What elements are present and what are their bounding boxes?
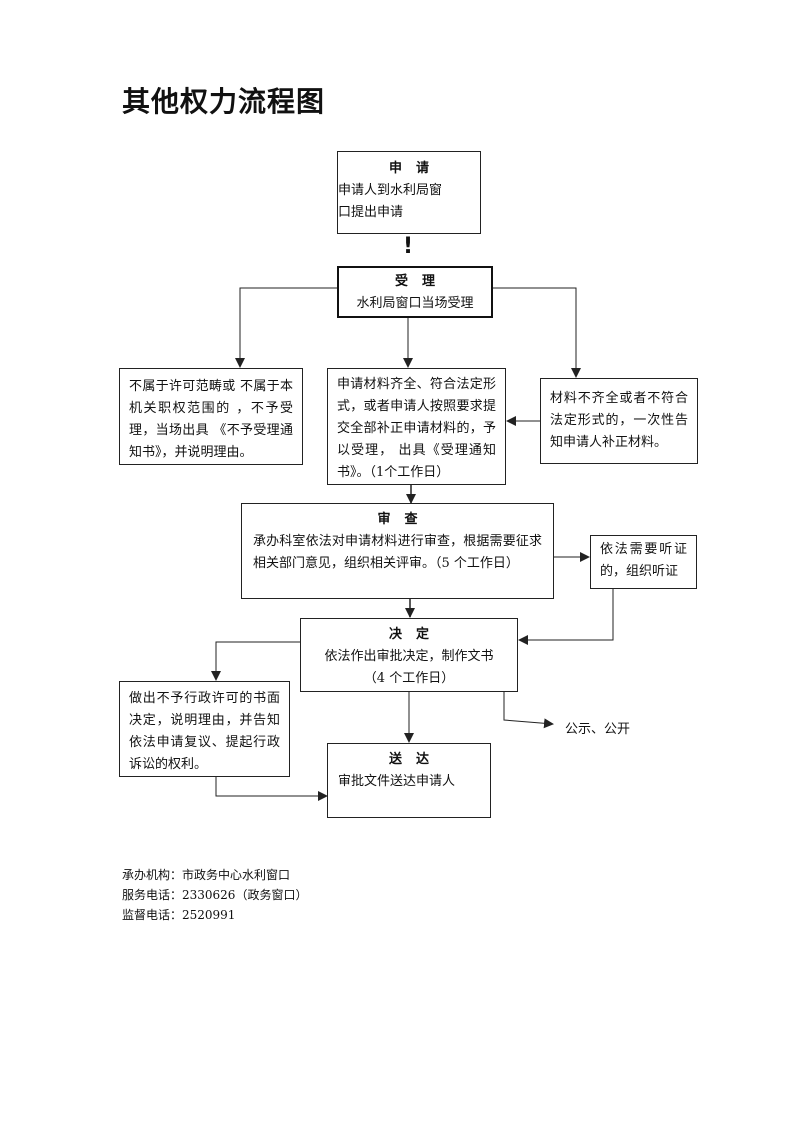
node-deliver-heading: 送达 [388,752,443,767]
footer-service-phone: 服务电话：2330626（政务窗口） [122,888,308,902]
node-incomplete: 材料不齐全或者不符合法定形式的，一次性告知申请人补正材料。 [540,378,698,464]
node-hearing-text: 依法需要听证的，组织听证 [600,542,687,579]
node-apply-heading: 申请 [388,161,443,176]
node-accept-heading: 受理 [394,274,449,289]
node-apply-text: 申请人到水利局窗 口提出申请 [338,183,443,220]
arrow-accept-to-incomplete [492,287,581,378]
node-decide-heading: 决定 [388,627,443,642]
node-complete: 申请材料齐全、符合法定形式，或者申请人按照要求提交全部补正申请材料的，予以受理，… [327,368,506,485]
node-deliver-text: 审批文件送达申请人 [338,774,456,789]
footer-supervise-phone: 监督电话：2520991 [122,908,236,922]
node-accept: 受理 水利局窗口当场受理 [337,266,493,318]
node-reject-text: 不属于许可范畴或 不属于本机关职权范围的 ，不予受理，当场出具 《不予受理通知书… [129,379,293,460]
arrow-hearing-to-decide [518,589,614,645]
arrow-decide-to-publish [503,692,554,729]
page-title: 其他权力流程图 [122,85,326,118]
node-review-heading: 审查 [377,512,432,527]
node-incomplete-text: 材料不齐全或者不符合法定形式的，一次性告知申请人补正材料。 [550,391,688,450]
node-review: 审查 承办科室依法对申请材料进行审查，根据需要征求相关部门意见，组织相关评审。（… [241,503,554,599]
publish-label: 公示、公开 [565,722,631,737]
arrow-accept-to-reject [235,287,338,368]
footer-org: 承办机构：市政务中心水利窗口 [122,868,291,882]
node-complete-text: 申请材料齐全、符合法定形式，或者申请人按照要求提交全部补正申请材料的，予以受理，… [337,377,496,480]
node-deliver: 送达 审批文件送达申请人 [327,743,491,818]
node-reject: 不属于许可范畴或 不属于本机关职权范围的 ，不予受理，当场出具 《不予受理通知书… [119,368,303,465]
arrow-deny-to-deliver [215,776,328,801]
node-decide: 决定 依法作出审批决定，制作文书 （4 个工作日） [300,618,518,692]
node-hearing: 依法需要听证的，组织听证 [590,535,697,589]
exclamation-mark: ! [403,234,414,259]
node-review-text: 承办科室依法对申请材料进行审查，根据需要征求相关部门意见，组织相关评审。（5 个… [253,534,542,571]
node-accept-text: 水利局窗口当场受理 [356,296,474,311]
node-apply: 申请 申请人到水利局窗 口提出申请 [337,151,481,234]
node-decide-text-line2: （4 个工作日） [363,671,455,686]
node-decide-text-line1: 依法作出审批决定，制作文书 [324,649,494,664]
node-deny: 做出不予行政许可的书面决定，说明理由，并告知依法申请复议、提起行政诉讼的权利。 [119,681,290,777]
arrow-decide-to-deny [211,641,300,681]
node-deny-text: 做出不予行政许可的书面决定，说明理由，并告知依法申请复议、提起行政诉讼的权利。 [129,691,280,772]
